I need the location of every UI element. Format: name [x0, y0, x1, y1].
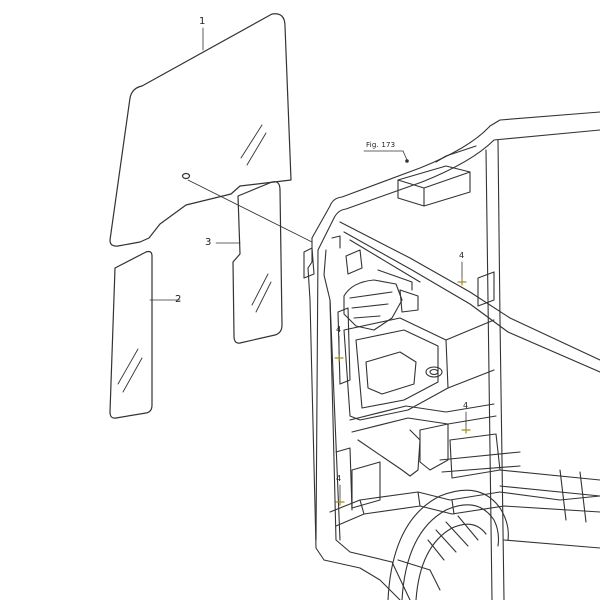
glass-panel-3: [232, 181, 283, 344]
glass-panel-1: [109, 13, 292, 247]
callout-1: 1: [199, 16, 206, 27]
leader-lines: [149, 27, 467, 501]
fastener-markers: [334, 278, 471, 506]
callout-4b: 4: [336, 325, 342, 334]
callout-4c: 4: [463, 401, 469, 410]
callout-3: 3: [205, 237, 212, 248]
cab-frame: [303, 111, 600, 600]
fig-ref-point: [405, 159, 409, 163]
callout-4a: 4: [459, 251, 465, 260]
glass-panel-2: [109, 250, 153, 419]
callout-4d: 4: [336, 474, 342, 483]
callout-2: 2: [175, 294, 182, 305]
figure-reference: Fig. 173: [366, 141, 396, 149]
